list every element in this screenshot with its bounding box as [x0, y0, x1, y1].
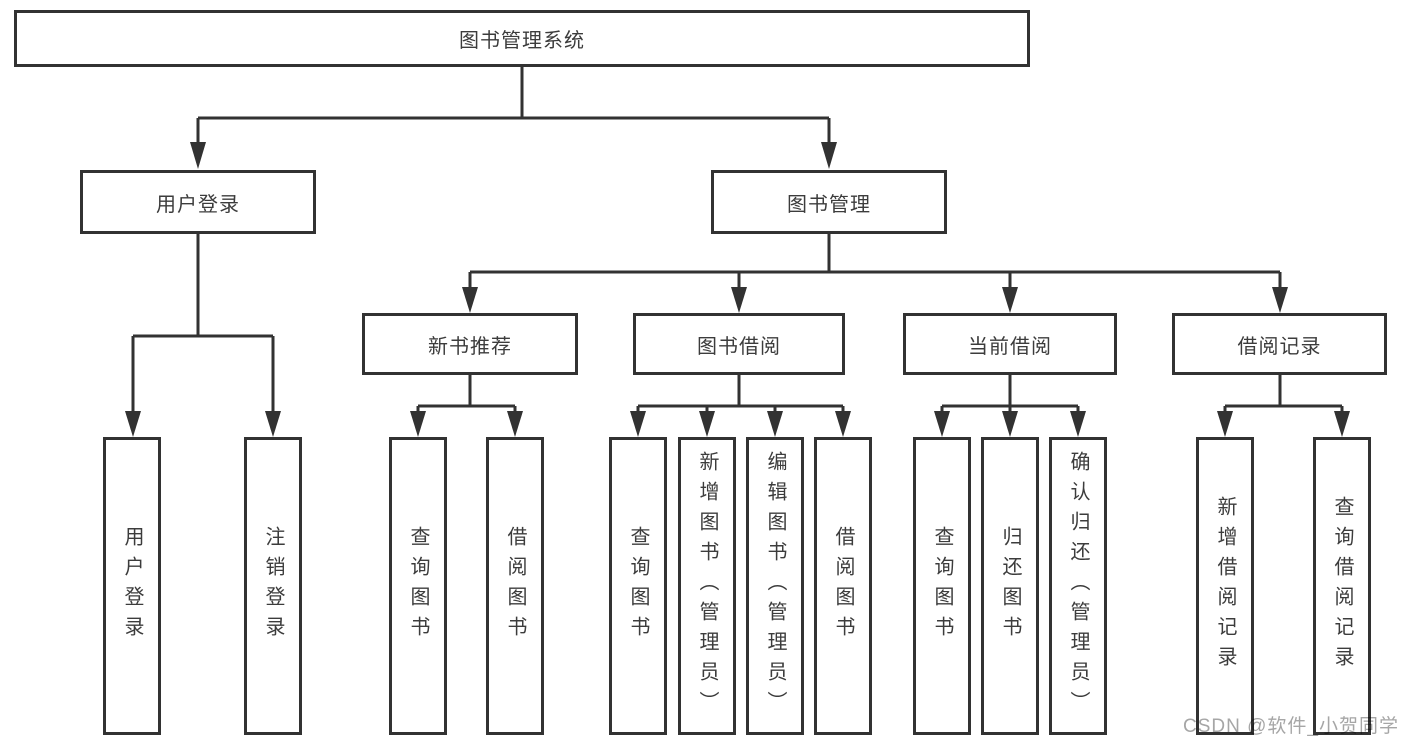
node-add-book-admin: 新增图书（管理员）	[678, 437, 736, 735]
node-borrowing-records: 借阅记录	[1172, 313, 1387, 375]
node-user-login-branch: 用户登录	[80, 170, 316, 234]
node-logout-leaf: 注销登录	[244, 437, 302, 735]
node-borrow-books-recommend: 借阅图书	[486, 437, 544, 735]
node-confirm-return-admin: 确认归还（管理员）	[1049, 437, 1107, 735]
csdn-watermark: CSDN @软件_小贺同学	[1183, 716, 1399, 737]
node-query-books-recommend: 查询图书	[389, 437, 447, 735]
node-query-books-borrow: 查询图书	[609, 437, 667, 735]
node-return-book: 归还图书	[981, 437, 1039, 735]
node-book-borrowing: 图书借阅	[633, 313, 845, 375]
node-borrow-books-leaf: 借阅图书	[814, 437, 872, 735]
node-library-management-system: 图书管理系统	[14, 10, 1030, 67]
node-query-books-current: 查询图书	[913, 437, 971, 735]
node-query-borrow-record: 查询借阅记录	[1313, 437, 1371, 735]
node-current-borrowing: 当前借阅	[903, 313, 1117, 375]
arrowheads	[125, 142, 1350, 437]
node-user-login-leaf: 用户登录	[103, 437, 161, 735]
node-edit-book-admin: 编辑图书（管理员）	[746, 437, 804, 735]
node-add-borrow-record: 新增借阅记录	[1196, 437, 1254, 735]
node-new-book-recommendation: 新书推荐	[362, 313, 578, 375]
node-book-management-branch: 图书管理	[711, 170, 947, 234]
